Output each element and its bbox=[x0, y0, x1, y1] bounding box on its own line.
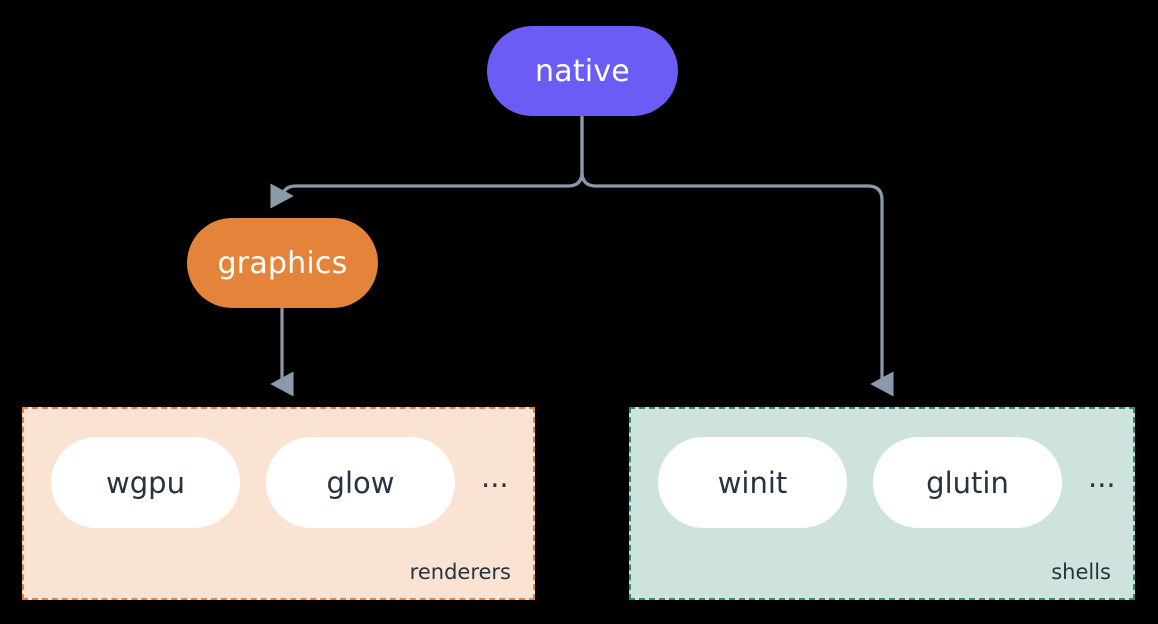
renderers-overflow-ellipsis: ... bbox=[481, 460, 509, 494]
node-native-label: native bbox=[535, 53, 630, 89]
chip-wgpu[interactable]: wgpu bbox=[51, 437, 240, 528]
group-shells-label: shells bbox=[1051, 560, 1111, 584]
shells-overflow-ellipsis: ... bbox=[1088, 460, 1116, 494]
chip-glow[interactable]: glow bbox=[266, 437, 455, 528]
chip-glutin-label: glutin bbox=[926, 465, 1009, 500]
group-renderers-items: wgpu glow ... bbox=[51, 437, 509, 528]
group-renderers-label: renderers bbox=[409, 560, 511, 584]
edge-native-to-graphics bbox=[270, 115, 584, 209]
node-graphics-label: graphics bbox=[217, 245, 348, 281]
node-native[interactable]: native bbox=[487, 26, 678, 116]
group-renderers: wgpu glow ... renderers bbox=[22, 407, 535, 600]
group-shells: winit glutin ... shells bbox=[629, 407, 1135, 600]
chip-wgpu-label: wgpu bbox=[106, 465, 185, 500]
edge-native-to-shells bbox=[580, 115, 894, 397]
chip-winit[interactable]: winit bbox=[658, 437, 847, 528]
node-graphics[interactable]: graphics bbox=[187, 218, 378, 308]
chip-winit-label: winit bbox=[717, 465, 788, 500]
group-shells-items: winit glutin ... bbox=[658, 437, 1116, 528]
chip-glow-label: glow bbox=[326, 465, 395, 500]
chip-glutin[interactable]: glutin bbox=[873, 437, 1062, 528]
